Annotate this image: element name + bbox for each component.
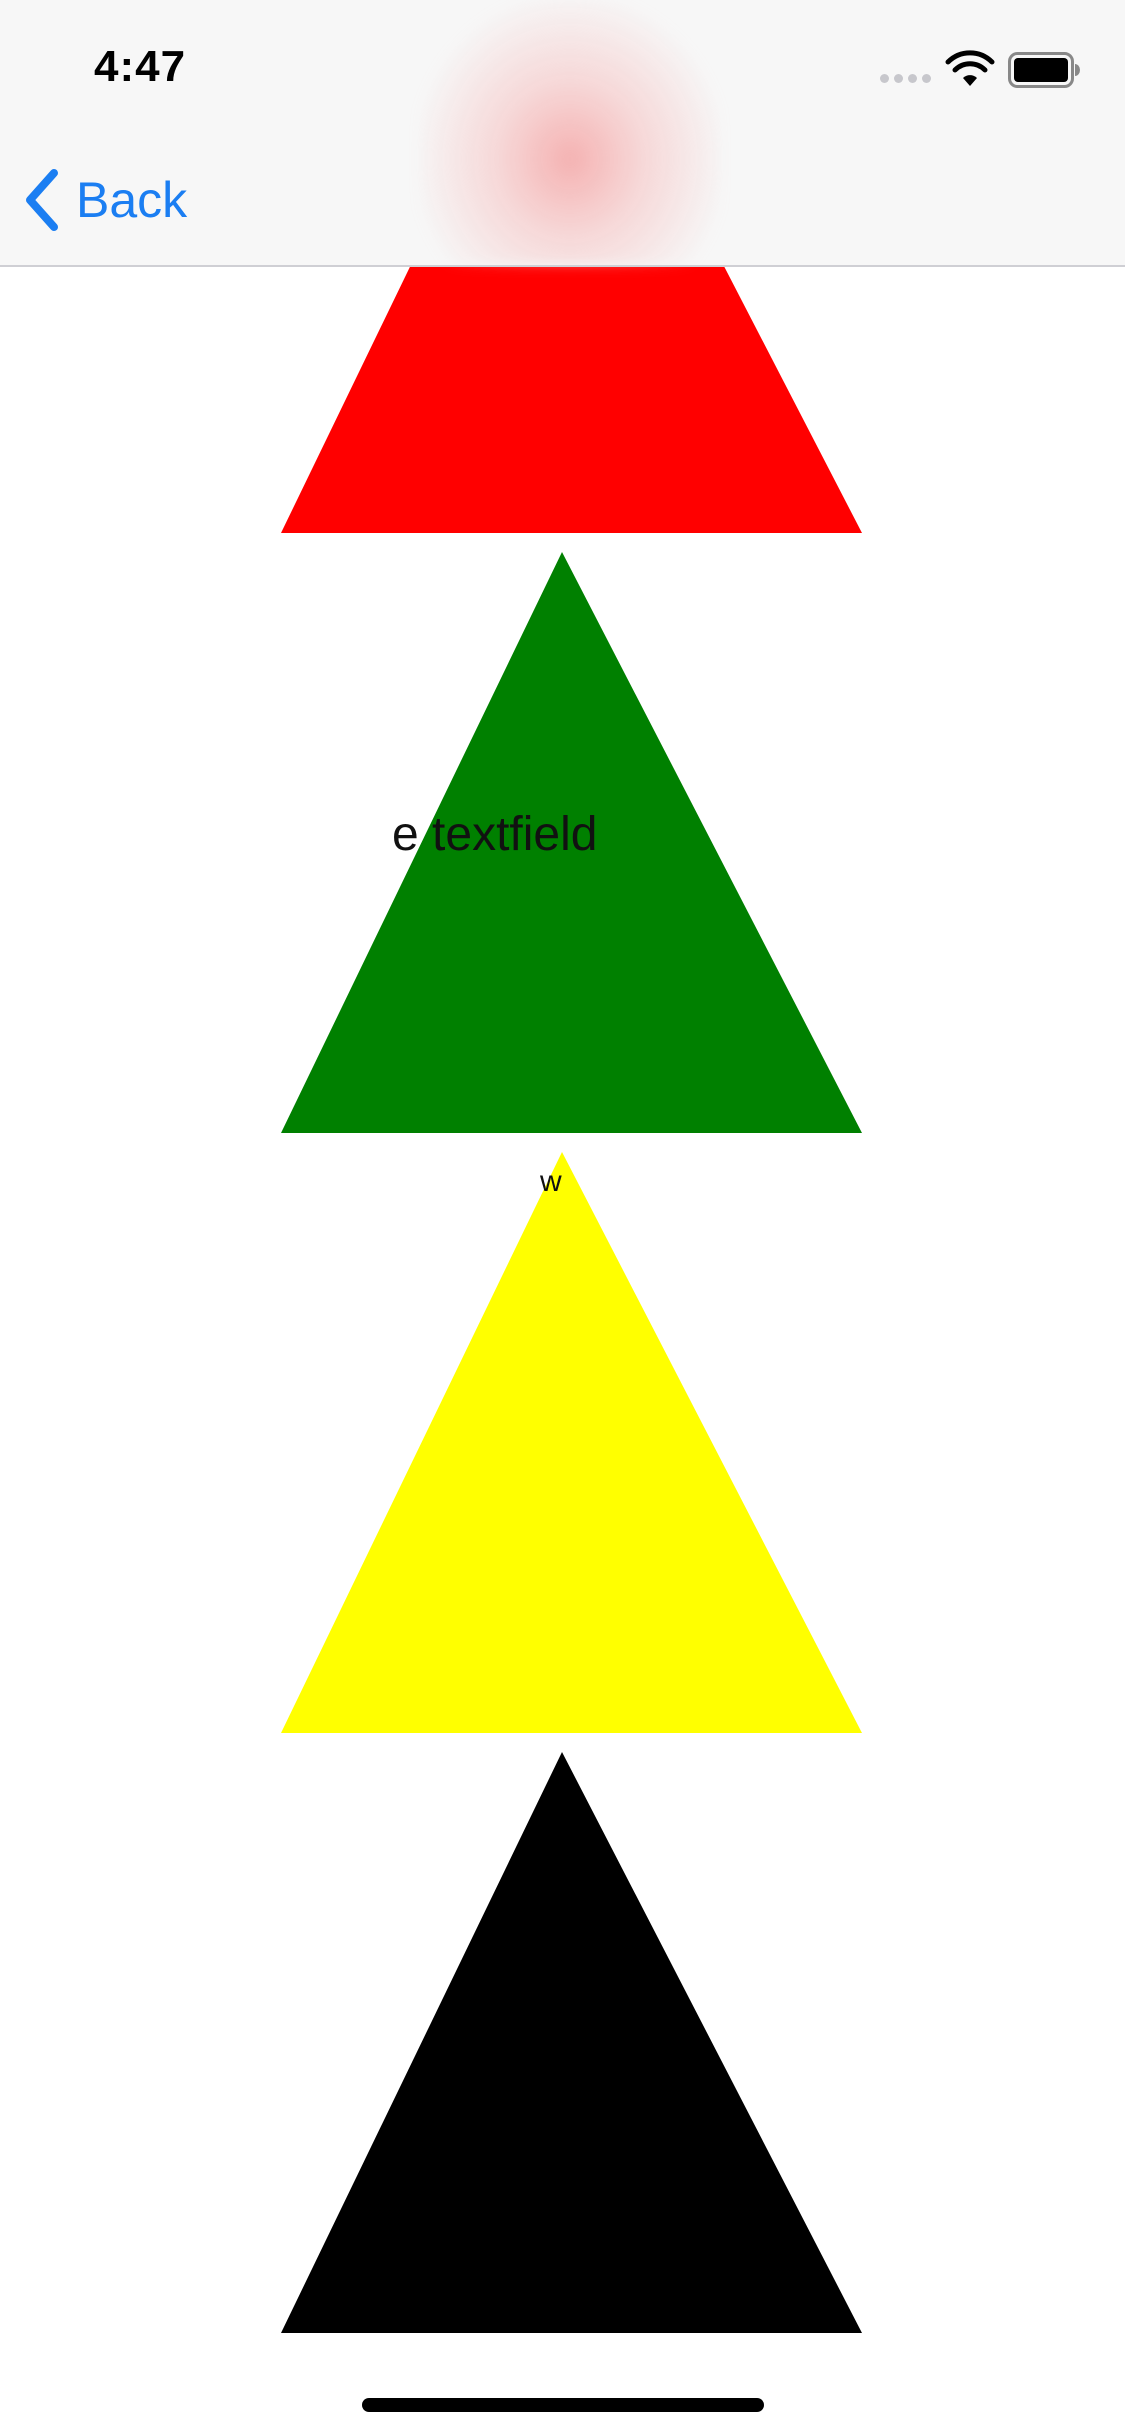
status-time: 4:47 (94, 42, 187, 91)
wifi-icon (945, 50, 995, 86)
home-indicator[interactable] (362, 2398, 764, 2412)
signal-dots-icon (880, 74, 931, 83)
textfield-text[interactable]: e textfield (392, 808, 598, 861)
yellow-triangle (281, 1152, 862, 1733)
partial-label: w (540, 1165, 562, 1198)
back-label: Back (76, 172, 188, 228)
back-button[interactable]: Back (22, 165, 187, 235)
battery-icon (1008, 52, 1080, 88)
nav-bar-divider (0, 265, 1125, 267)
green-triangle (281, 552, 862, 1133)
chevron-left-icon (26, 169, 58, 231)
black-triangle (281, 1752, 862, 2333)
blurred-content-glow (420, 0, 720, 265)
